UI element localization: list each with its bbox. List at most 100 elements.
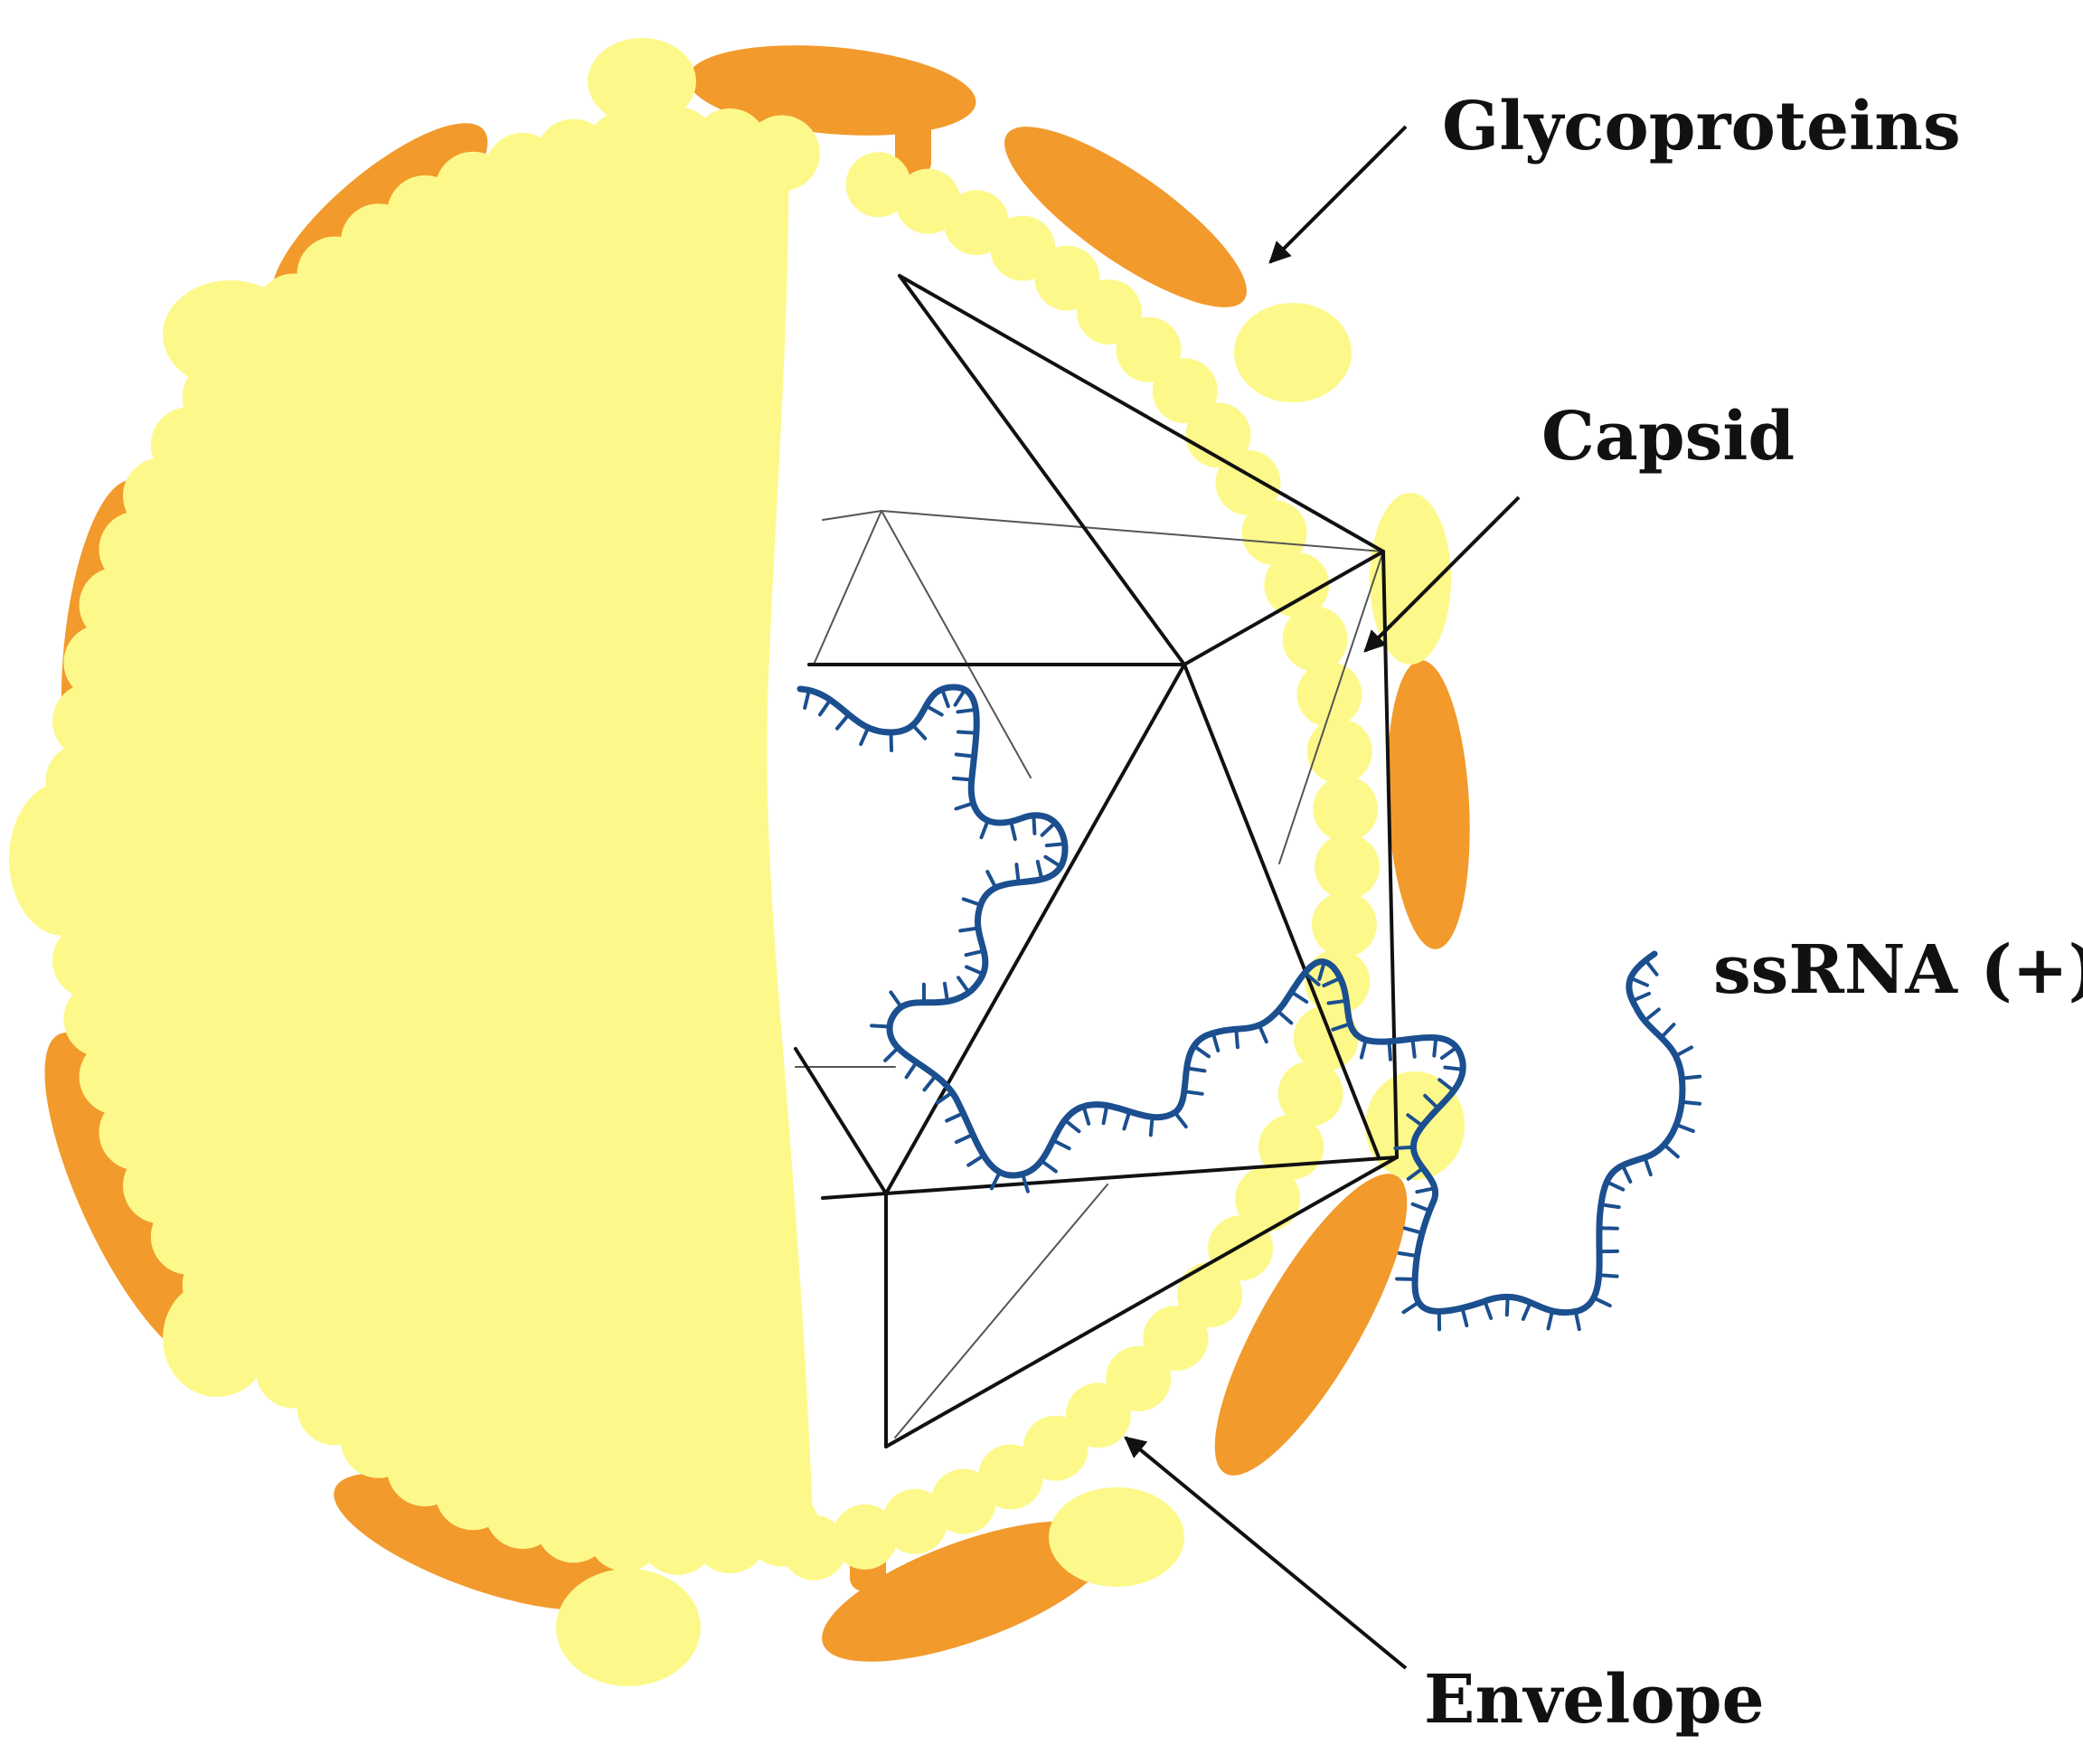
ssrna-base-tick [818, 698, 833, 717]
envelope-bump [1282, 606, 1348, 672]
ssrna-base-tick [904, 1060, 919, 1080]
envelope-blob [588, 38, 696, 125]
ssrna-base-tick [1014, 863, 1021, 884]
ssrna-base-tick [922, 1073, 938, 1092]
ssrna-base-tick [1032, 813, 1037, 835]
ssrna-base-tick [1148, 1115, 1155, 1137]
ssrna-base-tick [1673, 1045, 1693, 1058]
ssrna-base-tick [1359, 1038, 1368, 1060]
ssrna-base-tick [1659, 1023, 1676, 1040]
ssrna-base-tick [1680, 1099, 1702, 1106]
envelope-blob [1049, 1487, 1184, 1587]
capsid-label: Capsid [1541, 398, 1795, 476]
ssrna-base-tick [965, 965, 985, 976]
envelope-bump [832, 1504, 898, 1570]
ssrna-base-tick [924, 703, 944, 717]
envelope-bump [52, 683, 128, 759]
ssrna-base-tick [870, 1023, 892, 1029]
glycoprotein-spike [1004, 127, 1247, 307]
envelope-bump [1235, 1165, 1301, 1231]
ssrna-base-tick [859, 725, 871, 746]
ssrna-base-tick [1521, 1300, 1532, 1321]
ssrna-base-tick [1009, 819, 1017, 841]
envelope-bump [1305, 948, 1371, 1014]
ssrna-base-tick [1643, 1007, 1661, 1023]
ssrna-base-tick [956, 707, 978, 714]
envelope-blob [1234, 303, 1352, 402]
ssrna-base-tick [1439, 1045, 1459, 1061]
envelope-bump [930, 1468, 996, 1534]
envelope-bump [1306, 719, 1372, 784]
ssrna-base-tick [1628, 976, 1649, 987]
ssrna-base-tick [1192, 1043, 1211, 1059]
ssrna-base-tick [1051, 1138, 1071, 1151]
envelope-bump [1293, 1005, 1359, 1071]
envelope-bump [63, 624, 140, 701]
ssrna-base-tick [1062, 1118, 1081, 1134]
envelope-blob [163, 1279, 271, 1397]
ssrna-base-tick [1101, 1103, 1109, 1126]
ssrna-bases [803, 687, 1702, 1332]
envelope-bump [1313, 776, 1379, 842]
ssrna-base-tick [958, 926, 980, 933]
ssrna-base-tick [1460, 1306, 1469, 1327]
ssrna-base-tick [964, 948, 986, 957]
ssrna-base-tick [1423, 1093, 1440, 1110]
ssrna-base-tick [1043, 854, 1063, 869]
ssrna-base-tick [1598, 1203, 1621, 1210]
ssrna-base-tick [1182, 1090, 1204, 1096]
envelope-arrow [1124, 1436, 1408, 1670]
glycoprotein-spike [687, 45, 976, 136]
ssrna-base-tick [1393, 1145, 1416, 1150]
envelope-bump [1315, 834, 1380, 900]
ssrna-base-tick [956, 730, 978, 735]
envelope-bump [1241, 500, 1307, 566]
ssrna-base-tick [1322, 976, 1343, 987]
ssrna-base-tick [1234, 1027, 1239, 1050]
envelope-bump [882, 1488, 947, 1554]
ssrna-base-tick [1410, 1037, 1417, 1059]
envelope-bump [1208, 1215, 1274, 1281]
ssrna-base-tick [1432, 1035, 1438, 1058]
ssrna-base-tick [1276, 1009, 1294, 1025]
envelope-rim-right [781, 152, 1380, 1580]
ssrna-base-tick [1406, 1166, 1425, 1181]
ssrna-base-tick [1081, 1104, 1091, 1126]
ssrna-base-tick [883, 1045, 900, 1062]
ssrna-base-tick [953, 687, 967, 707]
ssrna-base-tick [954, 1132, 976, 1145]
ssrna-base-tick [1040, 821, 1058, 837]
ssrna-base-tick [957, 976, 971, 995]
ssrna-base-tick [1402, 1226, 1425, 1235]
ssrna-base-tick [1021, 1172, 1030, 1193]
ssrna-base-tick [1035, 860, 1044, 882]
ssrna-base-tick [1483, 1299, 1494, 1320]
envelope [9, 38, 1465, 1686]
ssrna-base-tick [935, 1090, 955, 1105]
ssrna-base-tick [1387, 1039, 1392, 1061]
ssrna-base-tick [1173, 1110, 1188, 1129]
ssrna-base-tick [1122, 1109, 1132, 1131]
envelope-blob [1370, 493, 1451, 665]
ssrna-base-tick [940, 687, 950, 709]
ssrna-base-tick [1597, 1226, 1619, 1231]
ssrna-base-tick [1184, 1066, 1207, 1073]
labels: Glycoproteins Capsid ssRNA (+) Envelope [1424, 88, 2083, 1739]
glycoprotein-stalk [895, 113, 931, 176]
envelope-rim-left [43, 107, 820, 1575]
envelope-blob [163, 280, 298, 389]
ssrna-base-tick [1674, 1122, 1695, 1133]
ssrna-base-tick [954, 752, 976, 759]
envelope-bump [781, 1514, 847, 1580]
glycoprotein-spike [1387, 660, 1470, 949]
ssrna-base-tick [1410, 1202, 1432, 1212]
ssrna-base-tick [966, 1153, 985, 1167]
ssrna-base-tick [1546, 1308, 1554, 1331]
ssrna-base-tick [1620, 1163, 1633, 1184]
envelope-bump [1277, 1061, 1343, 1127]
ssrna-base-tick [803, 688, 811, 710]
ssrna-base-tick [1331, 1022, 1353, 1032]
ssrna-base-tick [910, 722, 928, 741]
ssrna-base-tick [1257, 1023, 1268, 1044]
